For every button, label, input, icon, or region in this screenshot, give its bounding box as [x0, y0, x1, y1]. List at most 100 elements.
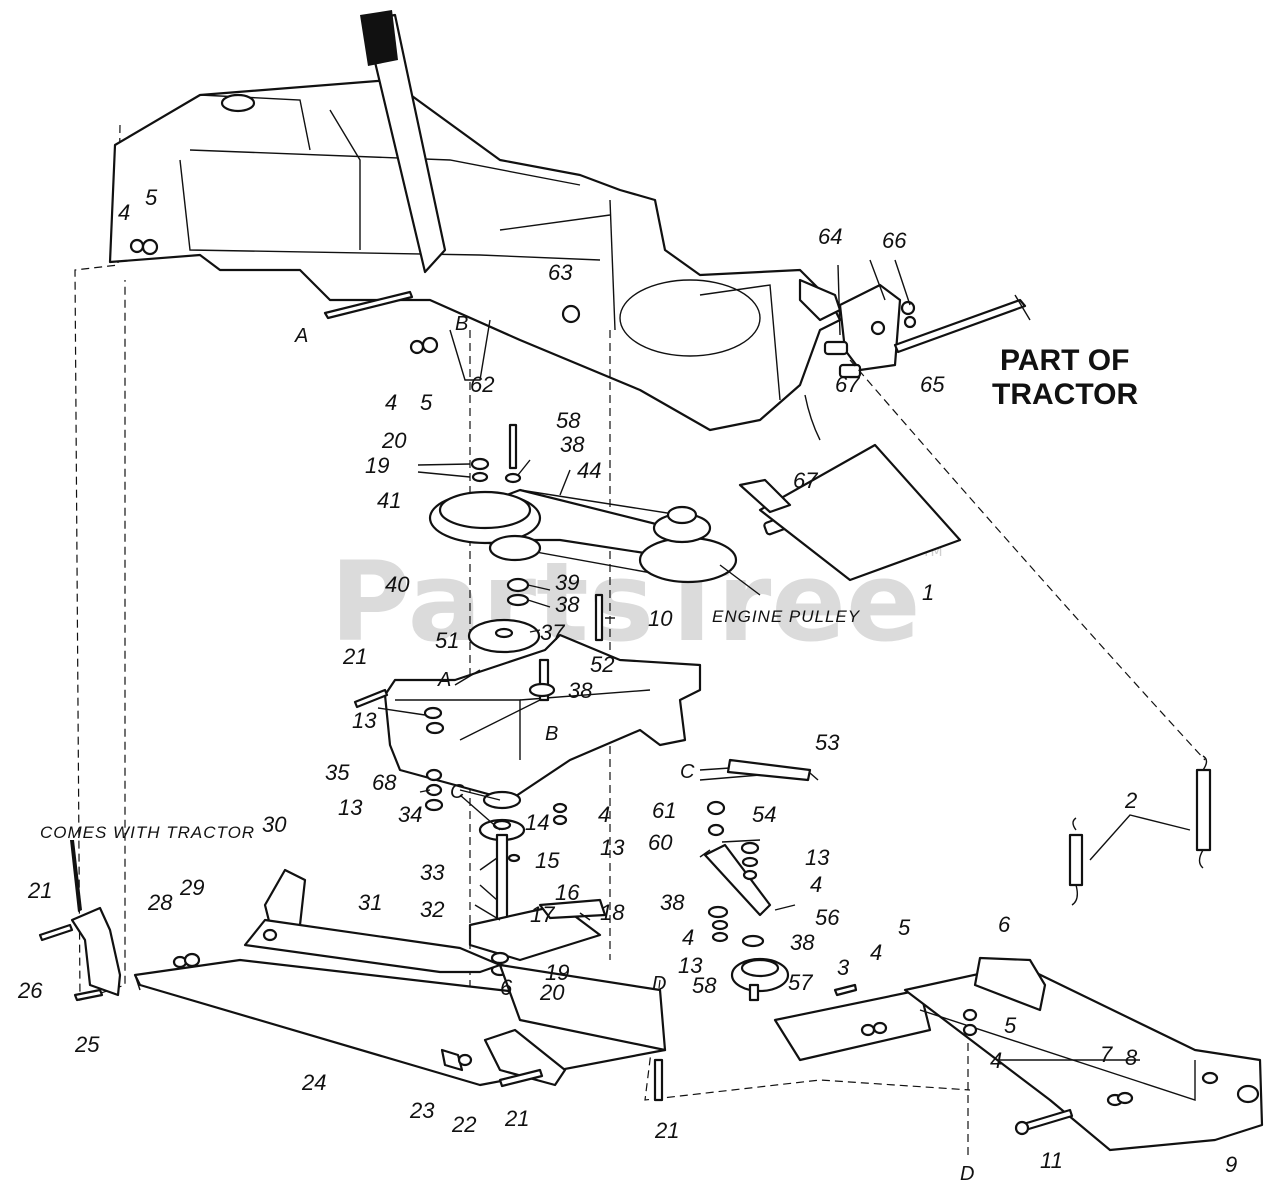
callout: 4 — [385, 390, 397, 415]
callout: 30 — [262, 812, 287, 837]
callout: 13 — [600, 835, 625, 860]
callout: 1 — [922, 580, 934, 605]
callout: 37 — [540, 620, 565, 645]
callout: 6 — [500, 975, 513, 1000]
callout: 31 — [358, 890, 382, 915]
callout: 11 — [1040, 1148, 1063, 1173]
callout: 18 — [600, 900, 625, 925]
callout: A — [437, 669, 451, 691]
callout: 58 — [556, 408, 581, 433]
callout: 35 — [325, 760, 350, 785]
callout: 5 — [1004, 1013, 1017, 1038]
callout: 38 — [660, 890, 685, 915]
bracket-35 — [353, 633, 702, 812]
callout: 7 — [1100, 1042, 1113, 1067]
callout: 21 — [27, 878, 52, 903]
callout: 51 — [435, 628, 459, 653]
callout: 23 — [409, 1098, 435, 1123]
callout: 65 — [920, 372, 945, 397]
callout: 38 — [568, 678, 593, 703]
callout: 4 — [118, 200, 130, 225]
callout: 19 — [365, 453, 389, 478]
callout: 57 — [788, 970, 813, 995]
callout: 39 — [555, 570, 579, 595]
callout: 58 — [692, 973, 717, 998]
callout: 10 — [648, 606, 673, 631]
callout: 62 — [470, 372, 494, 397]
callout: B — [455, 313, 468, 335]
callout: 38 — [560, 432, 585, 457]
callout: 53 — [815, 730, 840, 755]
callout: 67 — [793, 468, 818, 493]
callout: 25 — [74, 1032, 100, 1057]
callout: 9 — [1225, 1152, 1237, 1177]
callout: 4 — [810, 872, 822, 897]
callout: 63 — [548, 260, 573, 285]
callout: 66 — [882, 228, 907, 253]
callout: 38 — [555, 592, 580, 617]
callout: C — [680, 761, 695, 783]
callout: 17 — [530, 902, 555, 927]
callout: B — [545, 723, 558, 745]
callout: 56 — [815, 905, 840, 930]
callout: 64 — [818, 224, 842, 249]
tractor-frame — [74, 10, 1031, 1001]
callout: 26 — [17, 978, 43, 1003]
callout: 60 — [648, 830, 673, 855]
callout: 5 — [898, 915, 911, 940]
callout: 44 — [577, 458, 601, 483]
spindle-assembly — [468, 790, 607, 977]
callout: C — [450, 781, 465, 803]
callout: 13 — [805, 845, 830, 870]
callout: 6 — [998, 912, 1011, 937]
callout: 13 — [338, 795, 363, 820]
idler-arm-56 — [703, 800, 790, 1002]
callout: 20 — [381, 428, 407, 453]
comes-with-tractor-label: COMES WITH TRACTOR — [40, 823, 255, 842]
callout: 21 — [504, 1106, 529, 1131]
spring-53 — [699, 758, 819, 782]
callout: 67 — [835, 372, 860, 397]
callout: 2 — [1124, 788, 1137, 813]
callout: A — [294, 325, 308, 347]
callout: 21 — [342, 644, 367, 669]
callout: 14 — [525, 810, 549, 835]
callout: 20 — [539, 980, 565, 1005]
callout: 61 — [652, 798, 676, 823]
callout: 34 — [398, 802, 422, 827]
callout: 54 — [752, 802, 776, 827]
callout: 38 — [790, 930, 815, 955]
callout: 33 — [420, 860, 445, 885]
leader-lines — [377, 259, 911, 921]
callout: 40 — [385, 572, 410, 597]
callout: 8 — [1125, 1045, 1138, 1070]
callout: 4 — [990, 1048, 1002, 1073]
springs-2 — [1068, 755, 1212, 906]
callout: 16 — [555, 880, 580, 905]
callout: D — [960, 1163, 974, 1181]
callout: 5 — [145, 185, 158, 210]
callout: 41 — [377, 488, 401, 513]
plate-1 — [738, 443, 962, 582]
deck-frame — [38, 840, 1264, 1152]
part-of-tractor-line1: PART OF — [1000, 344, 1129, 377]
pulley-belt-assembly — [428, 423, 761, 654]
callout: D — [652, 973, 666, 995]
callout: 19 — [545, 960, 569, 985]
callout: 22 — [451, 1112, 476, 1137]
callout: 3 — [837, 955, 850, 980]
callout: 4 — [870, 940, 882, 965]
callout-numbers: 4 5 A B 4 5 62 63 64 66 65 67 67 58 20 3… — [17, 185, 1237, 1181]
callout: 5 — [420, 390, 433, 415]
engine-pulley-label: ENGINE PULLEY — [712, 607, 861, 626]
callout: 52 — [590, 652, 614, 677]
callout: 68 — [372, 770, 397, 795]
callout: 32 — [420, 897, 444, 922]
callout: 29 — [179, 875, 204, 900]
callout: 4 — [598, 802, 610, 827]
callout: 24 — [301, 1070, 326, 1095]
callout: 28 — [147, 890, 173, 915]
callout: 21 — [654, 1118, 679, 1143]
callout: 13 — [678, 953, 703, 978]
